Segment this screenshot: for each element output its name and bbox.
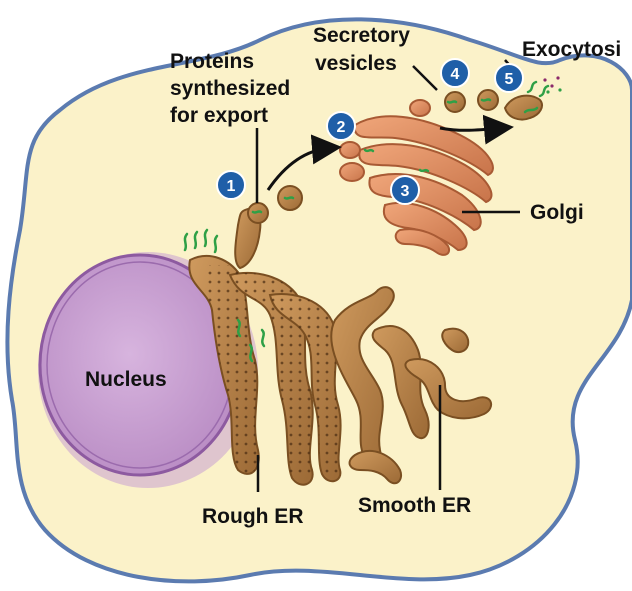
label-nucleus: Nucleus [85, 368, 167, 391]
step-badge-1: 1 [216, 170, 246, 200]
label-exocytosis: Exocytosi [522, 38, 621, 61]
label-rough-er: Rough ER [202, 505, 303, 528]
label-golgi: Golgi [530, 201, 584, 224]
step-badge-5: 5 [494, 63, 524, 93]
exocytosis-particles [543, 76, 562, 94]
arrow-golgi-to-exocytosis [439, 114, 514, 145]
svg-text:5: 5 [505, 71, 514, 88]
leader-lines [255, 59, 520, 492]
nucleus [38, 252, 258, 488]
step-badge-4: 4 [440, 58, 470, 88]
svg-text:4: 4 [451, 66, 460, 83]
label-proteins-line1: Proteins [170, 50, 254, 73]
svg-text:2: 2 [337, 119, 346, 136]
label-secretory-line2: vesicles [315, 52, 397, 75]
arrow-er-to-golgi [266, 134, 342, 191]
protein-strands [183, 80, 550, 363]
svg-text:1: 1 [227, 178, 236, 195]
smooth-er [330, 286, 493, 485]
label-smooth-er: Smooth ER [358, 494, 471, 517]
step-badge-2: 2 [326, 111, 356, 141]
svg-text:3: 3 [401, 183, 410, 200]
label-proteins-line3: for export [170, 104, 268, 127]
label-secretory-line1: Secretory [313, 24, 410, 47]
step-badge-3: 3 [390, 175, 420, 205]
label-proteins-line2: synthesized [170, 77, 290, 100]
